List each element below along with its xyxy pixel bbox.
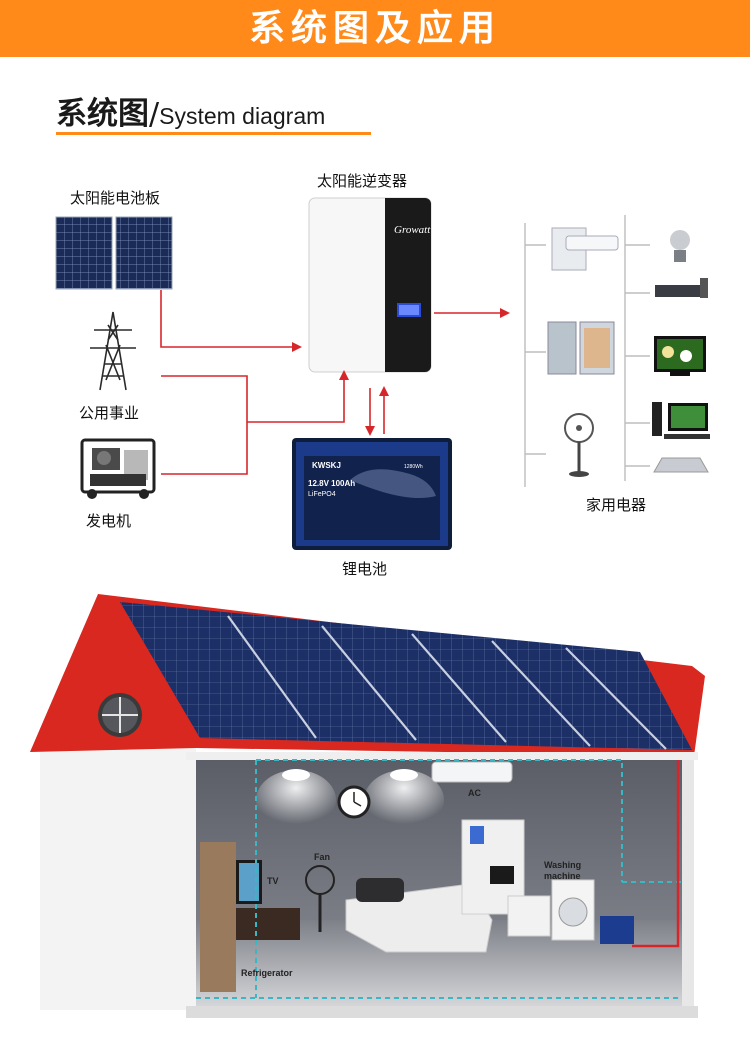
battery-energy: 1280Wh [404, 464, 423, 470]
section-underline [56, 132, 371, 135]
label-appliances: 家用电器 [586, 496, 647, 514]
laptop-icon [653, 457, 709, 473]
label-tv: TV [267, 876, 279, 886]
light-bulb-icon [670, 230, 690, 262]
wiring-red [160, 290, 510, 475]
generator-icon [80, 438, 156, 499]
label-solar-panel: 太阳能电池板 [70, 189, 161, 207]
label-washing: Washing [544, 860, 581, 870]
page-title: 系统图及应用 [248, 8, 501, 49]
label-generator: 发电机 [86, 512, 132, 530]
label-fan: Fan [314, 852, 330, 862]
section-title: 系统图/System diagram [56, 88, 326, 132]
refrigerator-icon [547, 321, 615, 375]
tv-icon [654, 336, 706, 376]
label-washing-2: machine [544, 871, 581, 881]
house-illustration: AC Fan TV Washing machine Refrigerator [30, 594, 705, 1018]
appliance-bus [524, 215, 650, 487]
battery-icon: KWSKJ 1280Wh 12.8V 100Ah LiFePO4 [292, 438, 452, 550]
label-utility: 公用事业 [79, 404, 140, 422]
label-ac: AC [468, 788, 481, 798]
section-title-en: System diagram [159, 103, 326, 129]
inverter-brand: Growatt [394, 224, 431, 236]
section-title-cn: 系统图 [56, 96, 149, 132]
transmission-tower-icon [90, 311, 136, 391]
inverter-icon: Growatt [308, 197, 432, 373]
air-conditioner-icon [551, 227, 619, 271]
desktop-computer-icon [652, 402, 710, 439]
header-banner [0, 0, 750, 57]
solar-panel-icon [55, 216, 173, 290]
label-refrigerator: Refrigerator [241, 968, 293, 978]
label-inverter: 太阳能逆变器 [317, 172, 408, 190]
battery-chemistry: LiFePO4 [308, 491, 336, 498]
battery-brand: KWSKJ [312, 461, 341, 470]
battery-voltage-capacity: 12.8V 100Ah [308, 479, 355, 488]
label-battery: 锂电池 [342, 560, 388, 578]
section-title-separator: / [149, 97, 160, 132]
fan-icon [564, 413, 594, 477]
dvd-player-icon [655, 278, 708, 298]
